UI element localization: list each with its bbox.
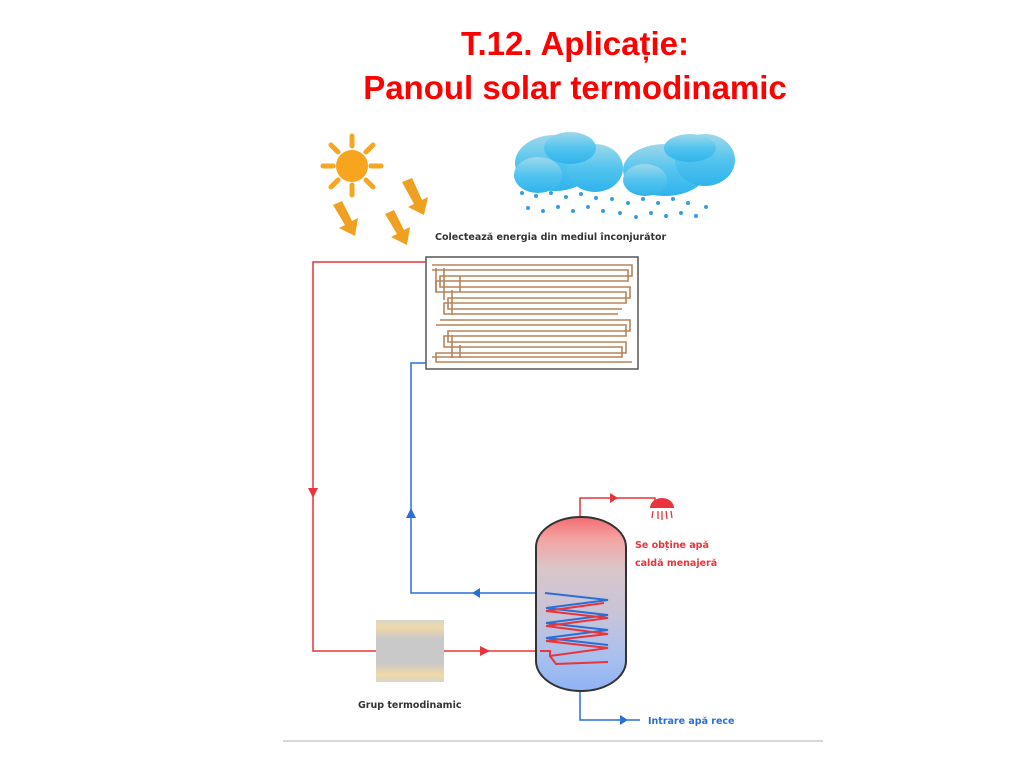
- cold-water-label: Intrare apă rece: [648, 716, 735, 727]
- title-line-1: T.12. Aplicație:: [460, 25, 690, 62]
- sun-icon: [320, 133, 384, 198]
- water-tank: [535, 516, 627, 692]
- solar-collector-panel: [425, 256, 639, 370]
- heat-pump-unit: [376, 620, 444, 682]
- shower-icon: [650, 498, 674, 520]
- hot-water-label: Se obține apă: [635, 540, 709, 551]
- hot-water-label-line-2: caldă menajeră: [635, 558, 717, 569]
- title-line-2: Panoul solar termodinamic: [363, 69, 787, 106]
- slide-title: T.12. Aplicație: Panoul solar termodinam…: [0, 22, 1024, 110]
- rain-cloud-icon: [514, 132, 735, 219]
- collector-label: Colectează energia din mediul înconjurăt…: [435, 232, 667, 243]
- heat-pump-label: Grup termodinamic: [358, 700, 461, 711]
- flow-arrow-icon: [308, 488, 628, 725]
- sun-ray-arrow-icon: [333, 178, 428, 245]
